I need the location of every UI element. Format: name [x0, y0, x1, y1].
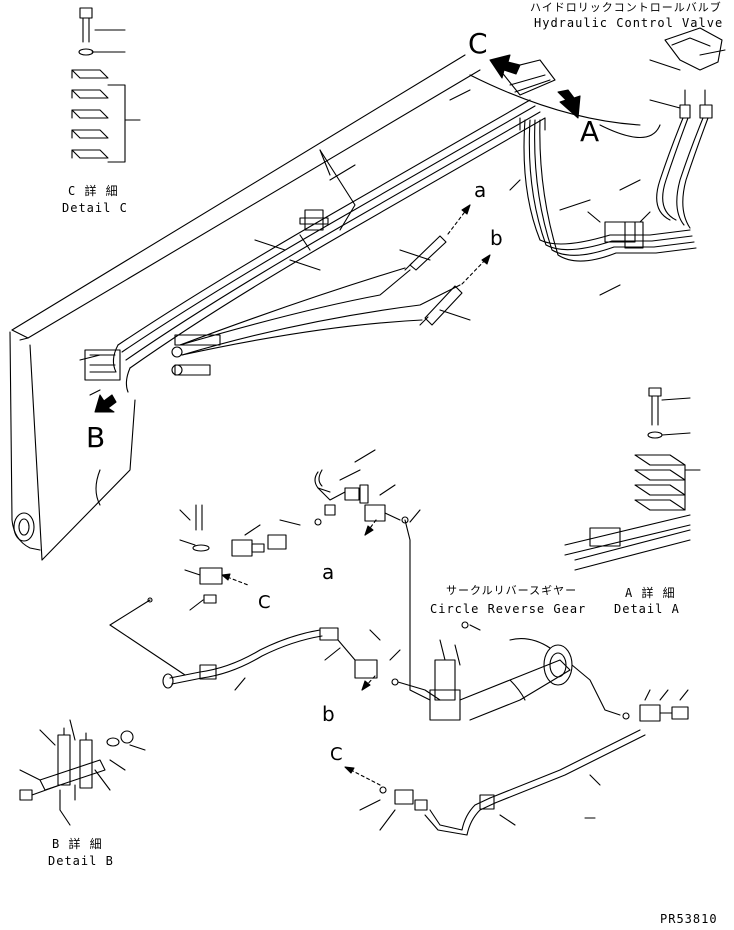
circle-reverse-gear — [429, 621, 630, 721]
gear-label-jp: サークルリバースギヤー — [446, 584, 578, 597]
detail-a-label-en: Detail A — [614, 602, 680, 616]
hydraulic-control-valve — [649, 27, 726, 229]
connector-b-top: b — [490, 226, 503, 250]
valve-hoses — [519, 117, 697, 262]
detail-b-drawing — [19, 719, 146, 826]
connector-b-mid: b — [322, 702, 335, 726]
view-label-a: A — [580, 115, 600, 148]
detail-a-label-jp: A 詳 細 — [625, 586, 676, 600]
connector-c-mid: C — [258, 592, 271, 613]
gear-line — [109, 519, 441, 701]
boom-frame — [9, 54, 661, 561]
boom-fittings — [84, 59, 556, 381]
view-label-b: B — [86, 421, 106, 454]
valve-label-en: Hydraulic Control Valve — [534, 16, 724, 30]
valve-label-jp: ハイドロリックコントロールバルブ — [530, 1, 722, 14]
hose-ends-top — [179, 204, 491, 356]
detail-b-label-jp: B 詳 細 — [52, 837, 103, 851]
connector-a-mid: a — [322, 560, 335, 584]
connector-a-top: a — [474, 178, 487, 202]
boom-pipes — [112, 99, 546, 393]
detail-a-drawing — [564, 387, 701, 571]
view-label-c: C — [468, 27, 488, 60]
detail-c-label-jp: C 詳 細 — [68, 184, 119, 198]
detail-c-label-en: Detail C — [62, 201, 128, 215]
drawing-code: PR53810 — [660, 912, 718, 926]
detail-c-drawing — [71, 7, 141, 163]
middle-fittings — [179, 449, 421, 611]
lower-right-pipe — [344, 689, 689, 836]
view-arrows — [94, 54, 581, 413]
detail-b-label-en: Detail B — [48, 854, 114, 868]
leader-lines-boom — [79, 89, 641, 396]
connector-c-low: C — [330, 744, 343, 765]
gear-label-en: Circle Reverse Gear — [430, 602, 587, 616]
